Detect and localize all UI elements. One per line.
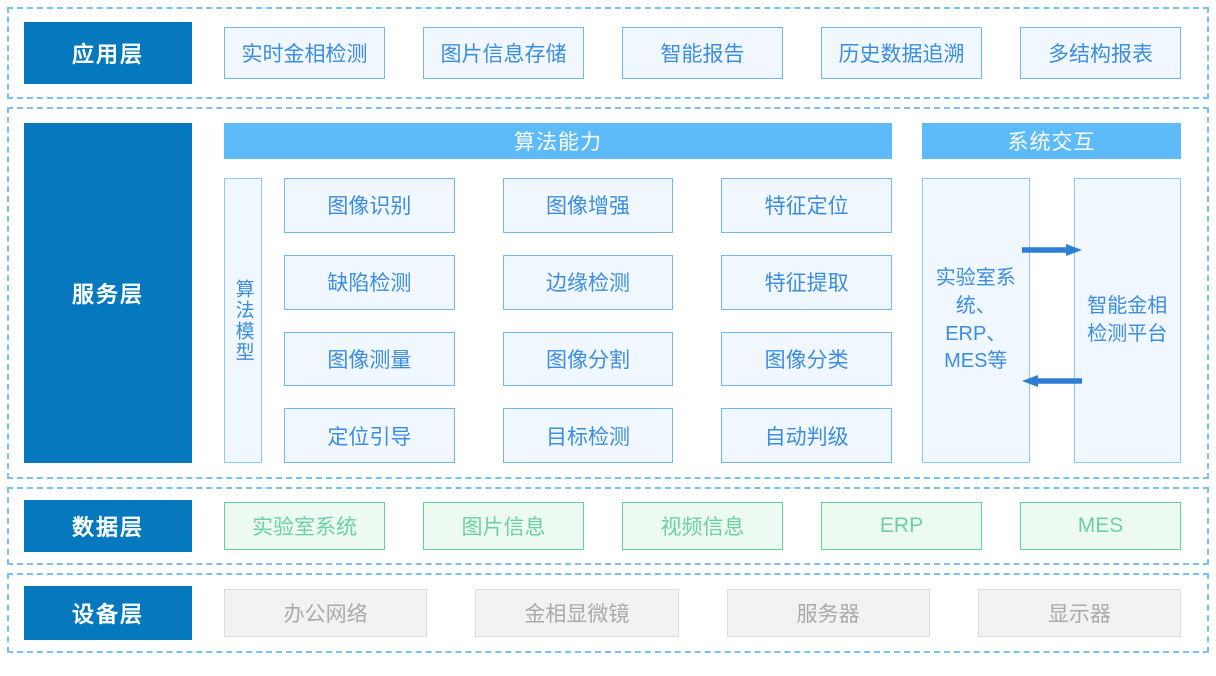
device-chip-office-network[interactable]: 办公网络: [224, 589, 428, 637]
app-chip-smart-report[interactable]: 智能报告: [622, 27, 783, 79]
layer-data: 数据层 实验室系统 图片信息 视频信息 ERP MES: [7, 487, 1209, 565]
interop-box-external-systems[interactable]: 实验室系统、 ERP、 MES等: [922, 178, 1030, 463]
data-chip-lab-system[interactable]: 实验室系统: [224, 502, 385, 550]
layer-body-data: 实验室系统 图片信息 视频信息 ERP MES: [192, 489, 1207, 563]
layer-label-service: 服务层: [24, 123, 192, 463]
algo-chip-feature-localization[interactable]: 特征定位: [721, 178, 892, 233]
panel-inner-system-interaction: 实验室系统、 ERP、 MES等 智能金相 检测平台: [922, 159, 1181, 463]
layer-application: 应用层 实时金相检测 图片信息存储 智能报告 历史数据追溯 多结构报表: [7, 7, 1209, 99]
device-chip-server[interactable]: 服务器: [726, 589, 930, 637]
app-chip-image-storage[interactable]: 图片信息存储: [423, 27, 584, 79]
panel-algorithm-capability: 算法能力 算法模型 图像识别 图像增强 特征定位 缺陷检测 边缘检测 特征提取 …: [224, 123, 892, 463]
device-chip-row: 办公网络 金相显微镜 服务器 显示器: [192, 589, 1207, 637]
algorithm-chip-grid: 图像识别 图像增强 特征定位 缺陷检测 边缘检测 特征提取 图像测量 图像分割 …: [284, 178, 892, 463]
algo-chip-image-segmentation[interactable]: 图像分割: [502, 331, 674, 387]
layer-service: 服务层 算法能力 算法模型 图像识别 图像增强 特征定位 缺陷检测 边缘检测 特…: [7, 107, 1209, 479]
app-chip-multi-structure-report[interactable]: 多结构报表: [1020, 27, 1181, 79]
algo-chip-auto-grading[interactable]: 自动判级: [721, 408, 892, 463]
algo-chip-image-classification[interactable]: 图像分类: [721, 331, 892, 387]
layer-label-data: 数据层: [24, 500, 192, 552]
app-chip-realtime-inspection[interactable]: 实时金相检测: [224, 27, 385, 79]
application-chip-row: 实时金相检测 图片信息存储 智能报告 历史数据追溯 多结构报表: [192, 27, 1207, 79]
panel-title-system-interaction: 系统交互: [922, 123, 1181, 159]
algo-chip-image-enhancement[interactable]: 图像增强: [502, 178, 674, 233]
app-chip-history-trace[interactable]: 历史数据追溯: [821, 27, 982, 79]
layer-label-device: 设备层: [24, 586, 192, 640]
interop-box-metallographic-platform[interactable]: 智能金相 检测平台: [1073, 178, 1181, 463]
algo-chip-image-recognition[interactable]: 图像识别: [284, 178, 455, 233]
algo-chip-object-detection[interactable]: 目标检测: [502, 408, 674, 463]
algo-chip-feature-extraction[interactable]: 特征提取: [721, 254, 892, 310]
panel-system-interaction: 系统交互 实验室系统、 ERP、 MES等 智能金相 检测平台: [922, 123, 1181, 463]
layer-body-service: 算法能力 算法模型 图像识别 图像增强 特征定位 缺陷检测 边缘检测 特征提取 …: [192, 109, 1207, 477]
data-chip-image-info[interactable]: 图片信息: [423, 502, 584, 550]
interop-arrow-gap: [1021, 178, 1082, 463]
algorithm-model-bar: 算法模型: [224, 178, 262, 463]
algo-chip-positioning-guidance[interactable]: 定位引导: [284, 408, 455, 463]
algo-chip-defect-detection[interactable]: 缺陷检测: [284, 254, 455, 310]
data-chip-row: 实验室系统 图片信息 视频信息 ERP MES: [192, 502, 1207, 550]
layer-body-application: 实时金相检测 图片信息存储 智能报告 历史数据追溯 多结构报表: [192, 9, 1207, 97]
algo-chip-edge-detection[interactable]: 边缘检测: [502, 254, 674, 310]
panel-title-algorithm-capability: 算法能力: [224, 123, 892, 159]
data-chip-mes[interactable]: MES: [1020, 502, 1181, 550]
layer-device: 设备层 办公网络 金相显微镜 服务器 显示器: [7, 573, 1209, 653]
device-chip-monitor[interactable]: 显示器: [977, 589, 1181, 637]
algo-chip-image-measurement[interactable]: 图像测量: [284, 331, 455, 387]
panel-inner-algorithm: 算法模型 图像识别 图像增强 特征定位 缺陷检测 边缘检测 特征提取 图像测量 …: [224, 159, 892, 463]
arrow-left-icon: [1021, 375, 1082, 387]
device-chip-metallographic-microscope[interactable]: 金相显微镜: [475, 589, 679, 637]
layer-body-device: 办公网络 金相显微镜 服务器 显示器: [192, 575, 1207, 651]
data-chip-video-info[interactable]: 视频信息: [622, 502, 783, 550]
layer-label-application: 应用层: [24, 22, 192, 84]
data-chip-erp[interactable]: ERP: [821, 502, 982, 550]
arrow-right-icon: [1021, 244, 1082, 256]
